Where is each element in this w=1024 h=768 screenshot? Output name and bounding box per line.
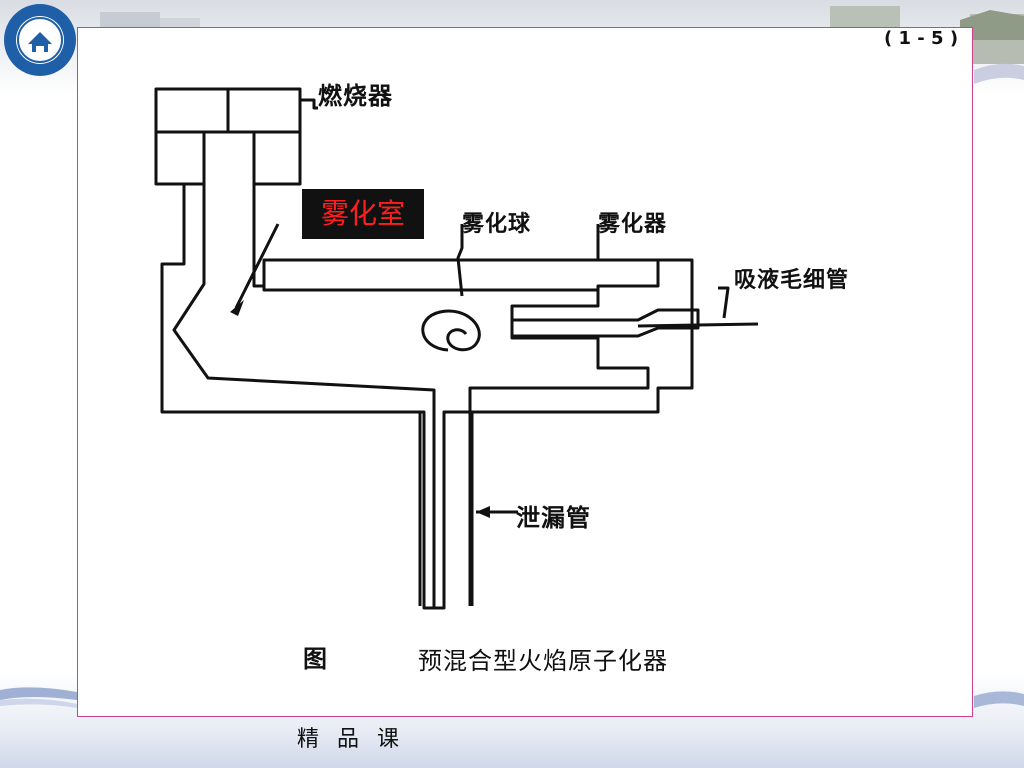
label-capillary: 吸液毛细管 xyxy=(734,267,850,293)
label-nebulizer: 雾化器 xyxy=(598,211,668,237)
label-impact-bead: 雾化球 xyxy=(462,211,532,237)
label-drain-tube: 泄漏管 xyxy=(516,503,591,532)
burner-head xyxy=(154,87,302,186)
nebulizer-body xyxy=(512,308,700,338)
slide-frame: ( 1 - 5 ) 燃烧器 雾化室 雾化球 雾化器 吸液毛细管 泄漏管 图 预混… xyxy=(77,27,973,717)
chamber-outer-wall xyxy=(160,184,694,610)
chamber-inner-wall xyxy=(172,132,436,608)
university-logo xyxy=(4,4,76,76)
atomizer-diagram xyxy=(154,87,759,610)
footer-text: 精品课 xyxy=(297,727,418,752)
corner-partial-text: ( 1 - 5 ) xyxy=(884,28,959,48)
capillary-line xyxy=(637,322,759,328)
impact-bead xyxy=(421,309,481,352)
caption-title: 预混合型火焰原子化器 xyxy=(418,647,668,675)
label-spray-chamber-highlight: 雾化室 xyxy=(302,189,424,239)
label-burner: 燃烧器 xyxy=(318,81,393,110)
caption-prefix: 图 xyxy=(303,644,328,673)
